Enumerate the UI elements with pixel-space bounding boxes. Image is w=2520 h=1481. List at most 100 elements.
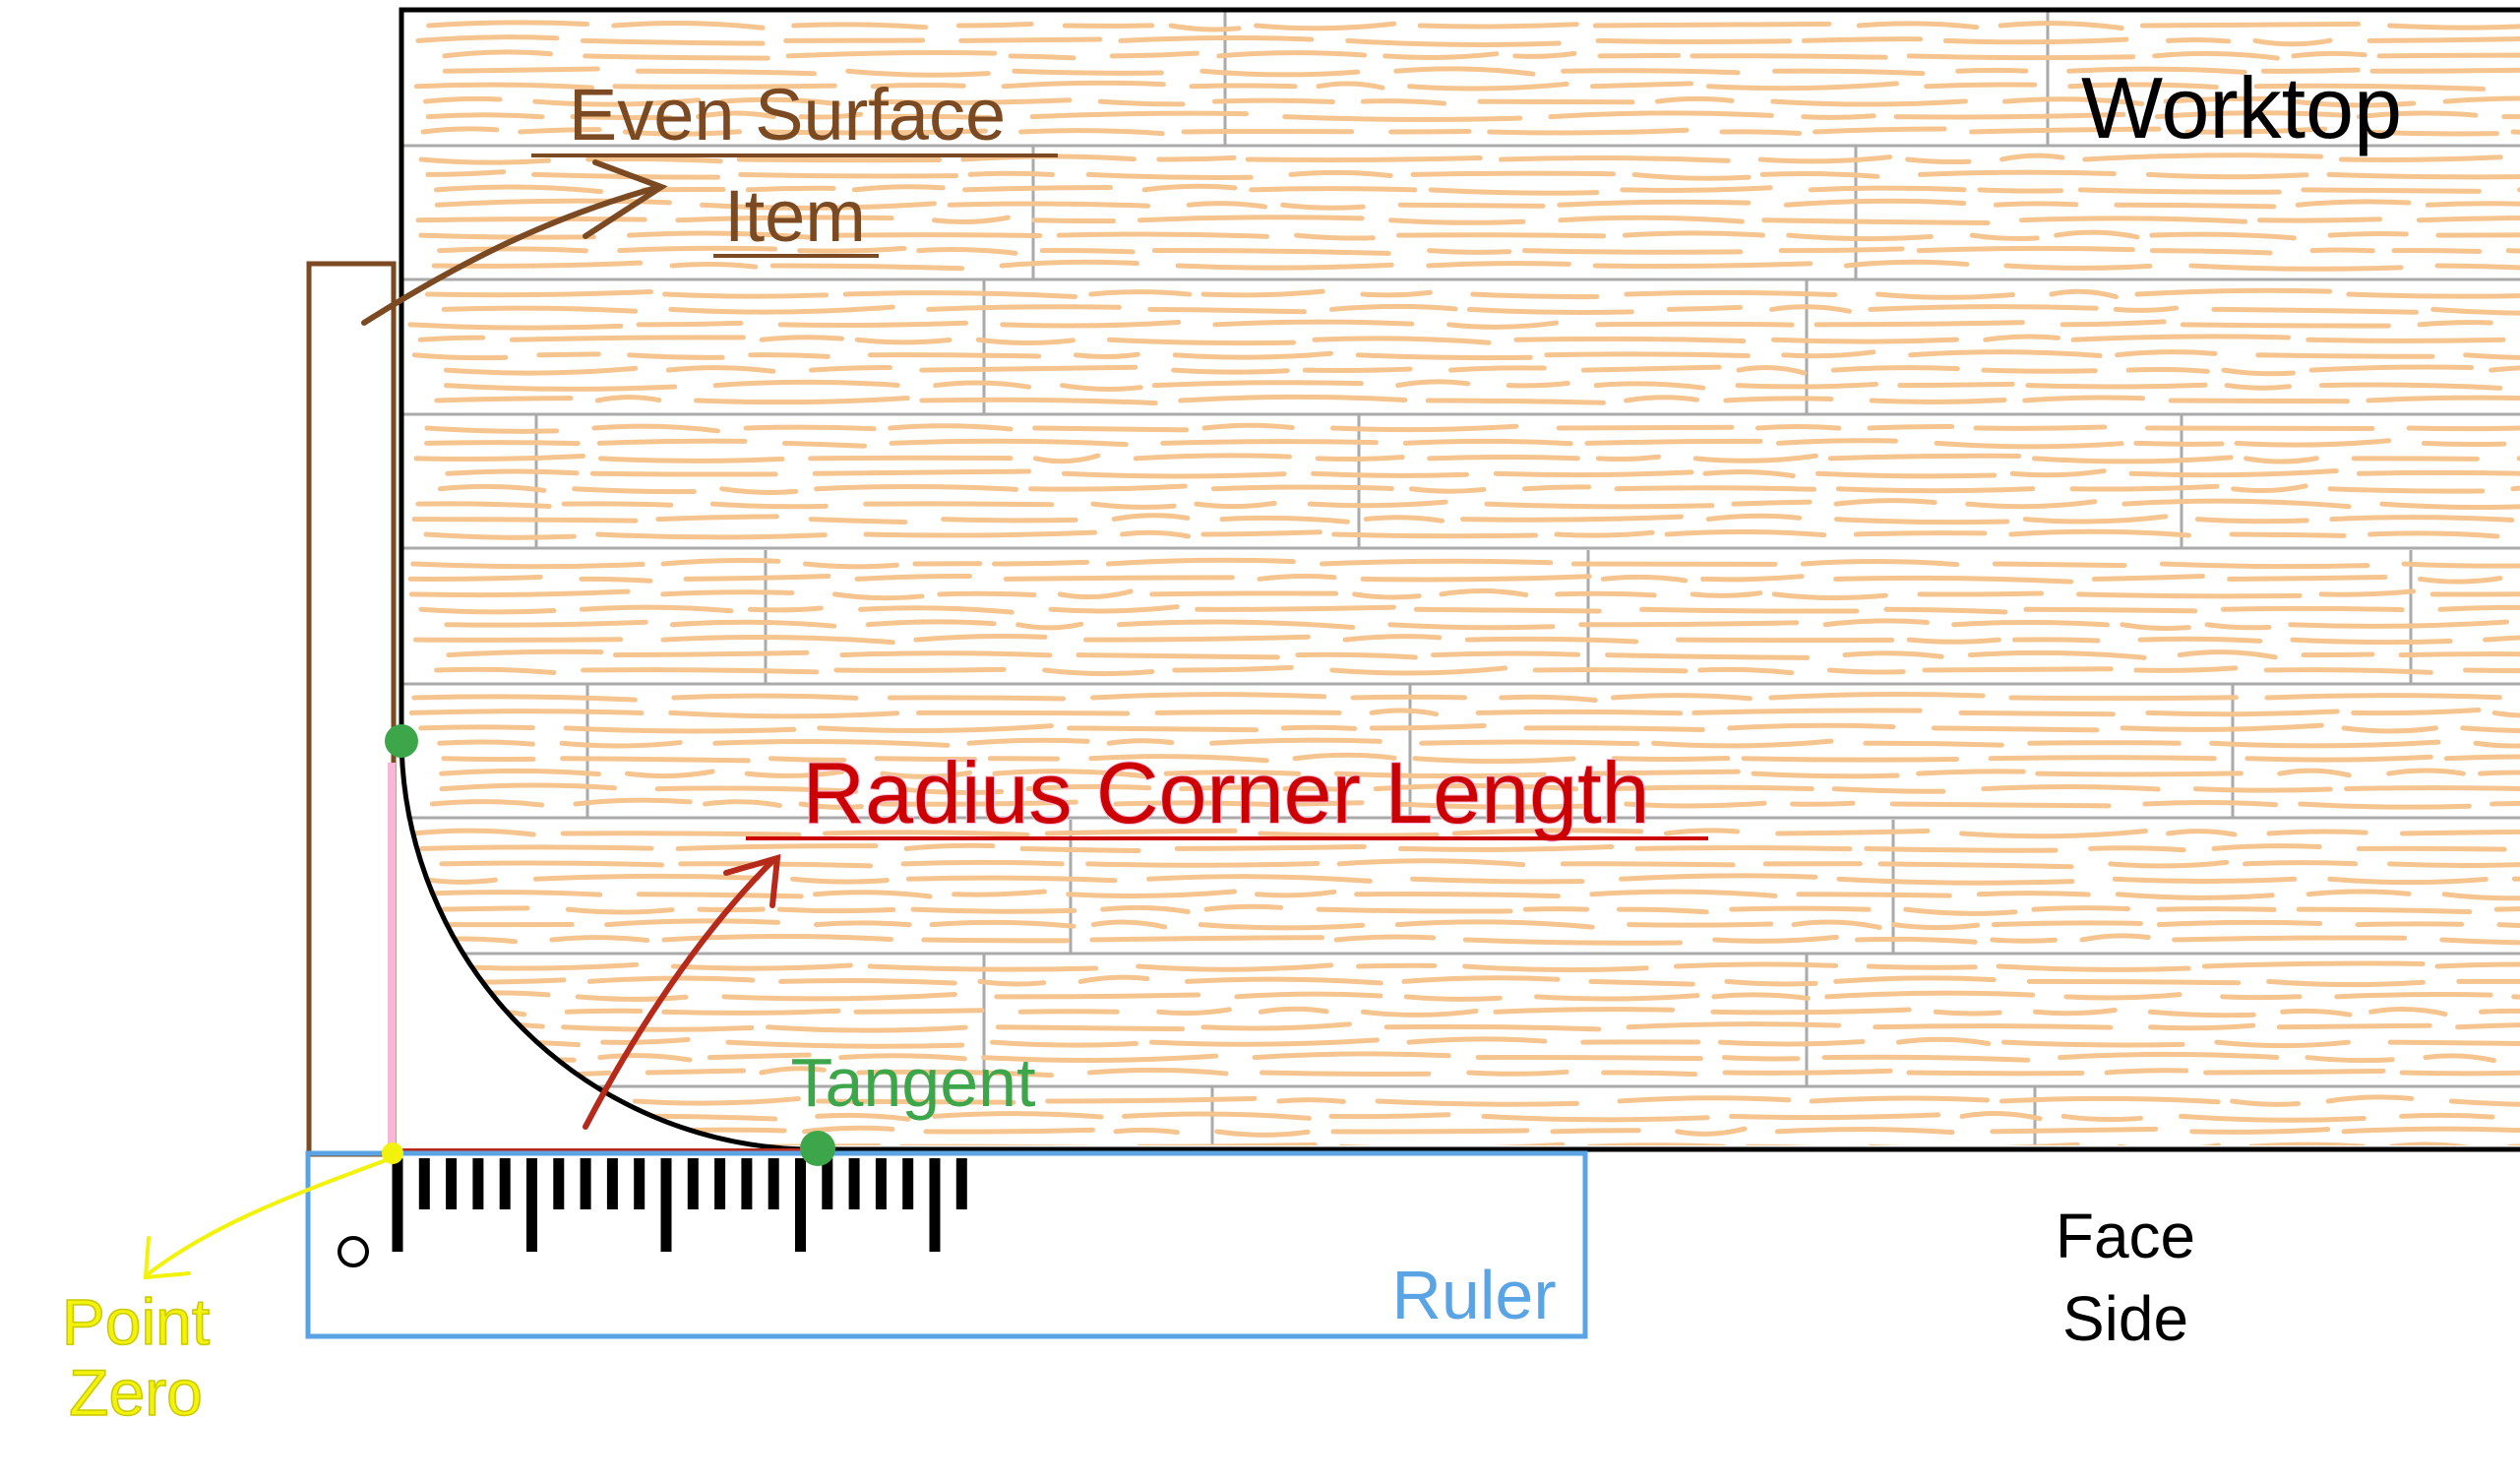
wood-grain (812, 890, 933, 899)
wood-grain (1258, 1006, 1329, 1015)
wood-grain (962, 184, 1113, 193)
wood-grain (415, 501, 552, 509)
wood-grain (1512, 50, 1577, 59)
wood-grain (2301, 651, 2375, 658)
wood-grain (2376, 52, 2520, 59)
wood-grain (2501, 114, 2520, 120)
wood-grain (1933, 1009, 2002, 1017)
wood-grain (1791, 919, 1882, 930)
wood-grain (645, 1068, 747, 1076)
wood-grain (1772, 68, 1926, 77)
wood-grain (2368, 1007, 2448, 1018)
wood-grain (2421, 440, 2507, 448)
wood-grain (1109, 50, 1199, 59)
wood-grain (712, 379, 900, 389)
wood-grain (509, 335, 746, 342)
wood-grain (1032, 453, 1101, 464)
wood-grain (2511, 994, 2520, 1000)
wood-grain (597, 456, 785, 463)
wood-grain (1413, 606, 1602, 614)
wood-grain (1513, 336, 1747, 343)
wood-grain (916, 710, 1131, 716)
wood-grain (410, 828, 536, 837)
wood-grain (586, 975, 756, 984)
wood-grain (1759, 170, 1880, 179)
wood-grain (2425, 201, 2520, 208)
wood-grain (1107, 337, 1296, 346)
wood-grain (1616, 906, 1709, 915)
wood-grain (2489, 365, 2520, 373)
wood-grain (1493, 1007, 1676, 1015)
wood-grain (2231, 483, 2308, 494)
wood-grain (1280, 202, 1366, 211)
wood-grain (1090, 692, 1327, 701)
wood-grain (1203, 903, 1284, 912)
wood-grain (1666, 304, 1744, 312)
wood-grain (1808, 185, 1967, 193)
wood-grain (2408, 1162, 2520, 1164)
wood-grain (1998, 1095, 2221, 1105)
wood-grain (932, 1111, 1104, 1120)
wood-grain (2430, 306, 2520, 316)
wood-grain (2059, 319, 2167, 328)
wood-grain (1029, 110, 1249, 120)
wood-grain (2221, 605, 2405, 613)
wood-grain (1781, 349, 1876, 359)
wood-grain (2266, 829, 2368, 836)
wood-grain (579, 604, 734, 614)
wood-grain (1487, 127, 1690, 136)
wood-grain (1331, 531, 1539, 539)
wood-grain (411, 517, 639, 524)
wood-grain (420, 126, 500, 135)
wood-grain (2288, 619, 2510, 629)
wood-grain (2149, 231, 2297, 241)
wood-grain (1395, 379, 1471, 389)
wood-grain (2211, 306, 2420, 315)
wood-grain (2070, 334, 2292, 342)
wood-grain (1477, 98, 1635, 105)
wood-grain (823, 830, 1030, 837)
wood-grain (1821, 1054, 2031, 1063)
wood-grain (1439, 588, 1529, 597)
wood-grain (1116, 619, 1356, 630)
wood-grain (413, 637, 624, 643)
wood-grain (808, 455, 1014, 462)
wood-grain (1245, 154, 1483, 163)
wood-grain (2031, 455, 2234, 464)
wood-grain (408, 588, 631, 598)
wood-grain (798, 111, 864, 120)
wood-grain (411, 352, 509, 361)
wood-grain (1522, 248, 1744, 255)
wood-grain (854, 573, 973, 582)
wood-grain (2133, 665, 2239, 673)
wood-grain (895, 786, 1005, 795)
wood-grain (579, 576, 653, 584)
wood-grain (419, 876, 498, 885)
wood-grain (636, 320, 744, 328)
wood-grain (2149, 248, 2273, 256)
wood-grain (1831, 786, 1946, 794)
wood-grain (1089, 935, 1324, 943)
wood-grain (2114, 202, 2277, 210)
wood-grain (1160, 439, 1379, 446)
wood-grain (627, 352, 725, 360)
wood-grain (1410, 170, 1617, 177)
wood-grain (2244, 754, 2433, 763)
wood-grain (1427, 248, 1512, 255)
wood-grain (1199, 68, 1361, 78)
wood-grain (1993, 201, 2079, 208)
wood-grain (2214, 1039, 2351, 1049)
wood-grain (418, 844, 654, 851)
wood-grain (437, 739, 535, 747)
wood-grain (433, 184, 604, 195)
wood-grain (748, 352, 830, 359)
wood-grain (444, 619, 648, 628)
wood-grain (1333, 771, 1547, 779)
wood-grain (1295, 651, 1418, 660)
wood-grain (2276, 1022, 2432, 1030)
wood-grain (1216, 50, 1368, 59)
wood-grain (903, 842, 996, 851)
wood-grain (565, 906, 675, 915)
wood-grain (910, 906, 1077, 914)
wood-grain (1924, 82, 2038, 90)
